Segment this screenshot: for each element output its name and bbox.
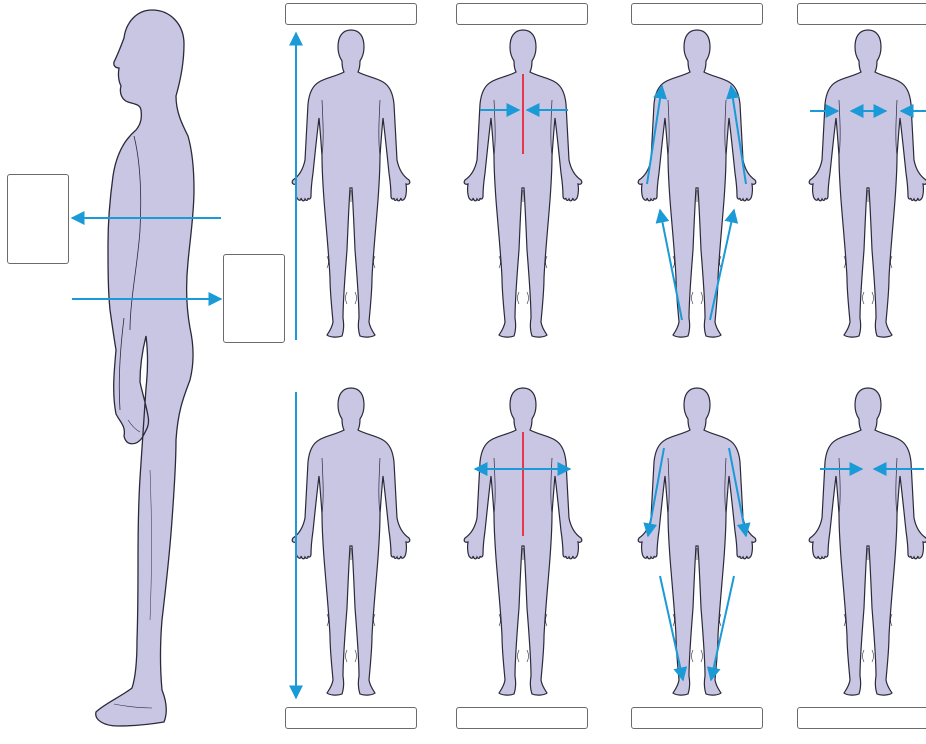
front-figure-top-4 [809,30,926,337]
label-box-side-back[interactable] [223,254,285,343]
front-figure-top-3 [638,30,756,337]
label-box-top-4[interactable] [797,3,926,25]
label-box-bottom-4[interactable] [797,707,926,729]
label-box-side-front[interactable] [7,174,69,264]
front-figure-bottom-3 [638,388,756,695]
label-box-top-2[interactable] [456,3,588,25]
label-box-bottom-2[interactable] [456,707,588,729]
label-box-top-3[interactable] [631,3,763,25]
label-box-bottom-1[interactable] [285,707,417,729]
side-view-figure [96,10,194,726]
label-box-bottom-3[interactable] [631,707,763,729]
front-figure-bottom-4 [809,388,926,695]
front-figure-top-1 [292,30,410,337]
label-box-top-1[interactable] [285,3,417,25]
front-figure-bottom-1 [292,388,410,695]
